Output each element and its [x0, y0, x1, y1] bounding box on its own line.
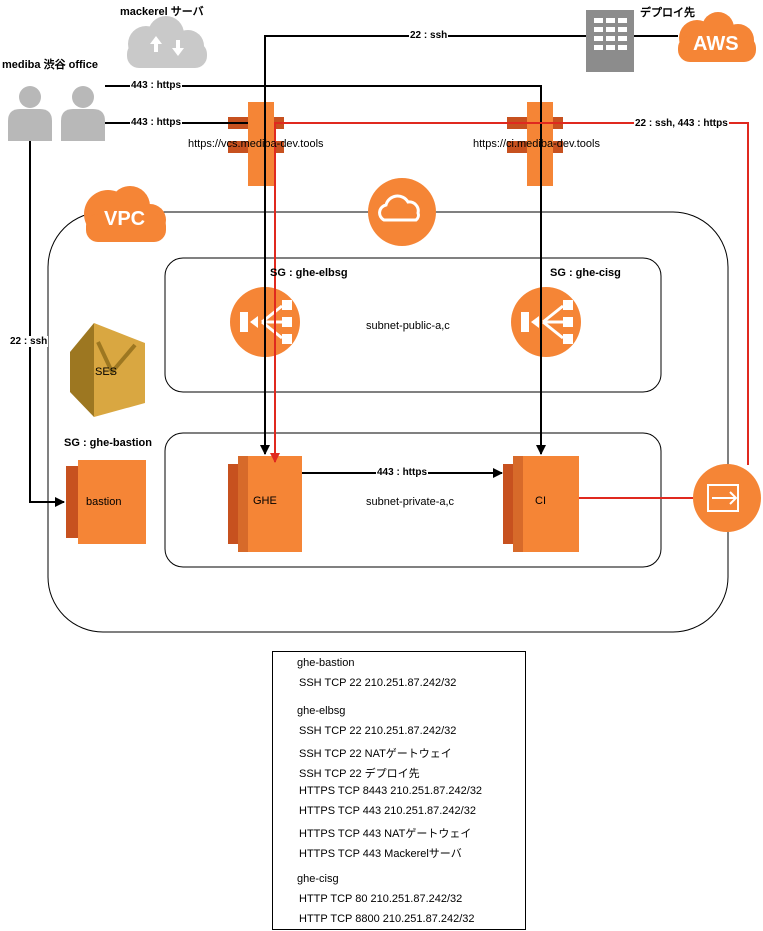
legend-rule: HTTP TCP 80 210.251.87.242/32 — [299, 893, 463, 905]
vpc-cloud-icon — [84, 186, 166, 242]
bastion-label: bastion — [86, 496, 122, 508]
nat-gateway-icon — [693, 464, 761, 532]
edge-label-https-2: 443 : https — [130, 117, 183, 128]
legend-rule: HTTPS TCP 443 NATゲートウェイ — [299, 828, 472, 840]
subnet-private-box — [164, 432, 662, 568]
edge-label-https-mid: 443 : https — [376, 467, 429, 478]
legend-rule: SSH TCP 22 210.251.87.242/32 — [299, 677, 457, 689]
legend-rule: SSH TCP 22 NATゲートウェイ — [299, 748, 452, 760]
edge-label-ssh-left: 22 : ssh — [9, 336, 49, 347]
ci-url-label: https://ci.mediba-dev.tools — [473, 138, 600, 150]
vpc-text: VPC — [104, 208, 146, 230]
ghe-ec2-icon — [228, 456, 302, 552]
mackerel-cloud-icon — [127, 16, 207, 68]
vpc-cloud-circle-icon — [368, 178, 436, 246]
sg-ci-label: SG : ghe-cisg — [550, 267, 621, 279]
office-users-icon — [8, 86, 105, 141]
bastion-ec2-icon — [66, 460, 146, 544]
mackerel-label: mackerel サーバ — [120, 6, 204, 18]
aws-text: AWS — [693, 33, 739, 55]
legend-group-elbsg: ghe-elbsg — [297, 705, 346, 717]
sg-bastion-label: SG : ghe-bastion — [64, 437, 152, 449]
ses-label: SES — [95, 366, 118, 378]
ci-ec2-icon — [503, 456, 579, 552]
edge-label-https-1: 443 : https — [130, 80, 183, 91]
legend-rule: HTTPS TCP 443 Mackerelサーバ — [299, 848, 462, 860]
deploy-server-icon — [586, 10, 634, 72]
legend-group-cisg: ghe-cisg — [297, 873, 339, 885]
security-group-legend: ghe-bastion SSH TCP 22 210.251.87.242/32… — [272, 651, 526, 930]
vcs-url-label: https://vcs.mediba-dev.tools — [188, 138, 324, 150]
edge-label-ssh-top: 22 : ssh — [409, 30, 449, 41]
edge-label-ssh-https: 22 : ssh, 443 : https — [634, 118, 729, 129]
legend-rule: HTTPS TCP 8443 210.251.87.242/32 — [299, 785, 483, 797]
ses-icon — [70, 323, 145, 417]
office-label: mediba 渋谷 office — [2, 59, 98, 71]
subnet-public-label: subnet-public-a,c — [366, 320, 450, 332]
vpc-container — [47, 211, 729, 633]
legend-rule: HTTP TCP 8800 210.251.87.242/32 — [299, 913, 475, 925]
vcs-gateway-icon — [228, 102, 284, 186]
legend-rule: HTTPS TCP 443 210.251.87.242/32 — [299, 805, 476, 817]
deploy-label: デプロイ先 — [640, 7, 695, 19]
ghe-label: GHE — [253, 495, 277, 507]
legend-group-bastion: ghe-bastion — [297, 657, 355, 669]
subnet-private-label: subnet-private-a,c — [366, 496, 455, 508]
aws-cloud-icon — [678, 12, 756, 62]
sg-elb-label: SG : ghe-elbsg — [270, 267, 348, 279]
red-connectors — [270, 122, 749, 499]
subnet-public-box — [164, 257, 662, 393]
ci-label: CI — [535, 495, 546, 507]
legend-rule: SSH TCP 22 デプロイ先 — [299, 768, 420, 780]
elb-ci-icon — [511, 287, 581, 357]
legend-rule: SSH TCP 22 210.251.87.242/32 — [299, 725, 457, 737]
